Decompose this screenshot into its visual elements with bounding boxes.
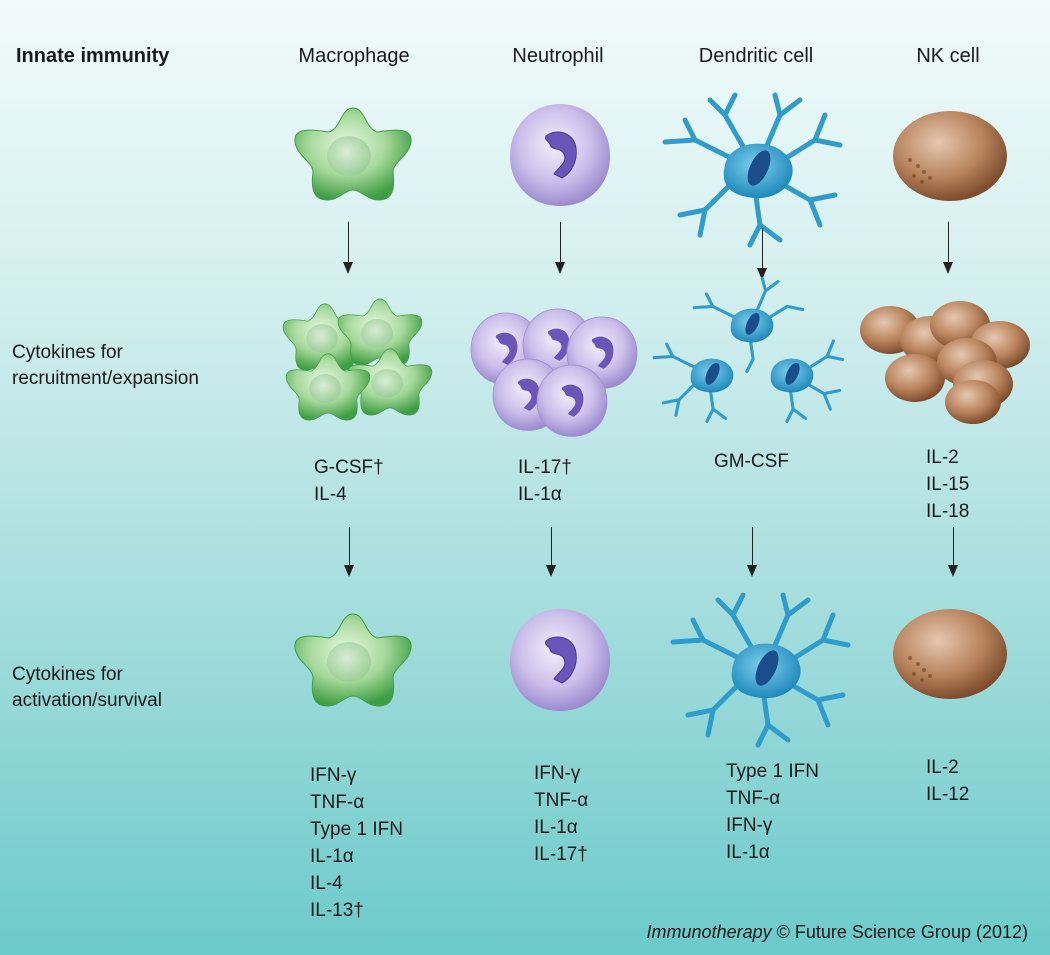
macrophage-cluster-icon <box>282 298 433 421</box>
row-label-activation-line1: Cytokines for <box>12 664 123 685</box>
cytokine: TNF-α <box>726 788 781 809</box>
macrophage-recruitment-cytokines: G-CSF† IL-4 <box>314 454 384 508</box>
nk-cell-icon <box>893 111 1007 201</box>
dendritic-cell-icon <box>662 92 843 248</box>
diagram-title: Innate immunity <box>16 45 170 67</box>
neutrophil-recruitment-cytokines: IL-17† IL-1α <box>518 454 572 508</box>
column-header-macrophage: Macrophage <box>298 45 410 67</box>
arrow-down-neutrophil-2 <box>546 527 556 577</box>
cytokine: IL-4 <box>314 484 347 505</box>
neutrophil-activated-cell-icon <box>510 609 610 711</box>
cytokine: IFN-γ <box>726 815 773 836</box>
neutrophil-activation-cytokines: IFN-γ TNF-α IL-1α IL-17† <box>534 760 588 868</box>
neutrophil-cluster-icon <box>470 308 638 437</box>
cytokine: Type 1 IFN <box>726 761 819 782</box>
dendritic-activated-cell-icon <box>670 592 851 748</box>
cytokine: IL-1α <box>310 846 354 867</box>
arrow-down-dendritic-1 <box>757 228 767 280</box>
cytokine: IL-1α <box>726 842 770 863</box>
cytokine: IFN-γ <box>534 763 581 784</box>
cytokine: Type 1 IFN <box>310 819 403 840</box>
credit-line: Immunotherapy © Future Science Group (20… <box>647 922 1028 943</box>
nk-cluster-icon <box>860 301 1030 424</box>
row-label-recruitment: Cytokines for recruitment/expansion <box>12 340 199 392</box>
column-header-neutrophil: Neutrophil <box>512 45 604 67</box>
neutrophil-cell-icon <box>510 104 610 206</box>
column-header-dendritic-cell: Dendritic cell <box>698 45 814 67</box>
cytokine: IL-15 <box>926 474 970 495</box>
cytokine: IFN-γ <box>310 765 357 786</box>
cytokine: IL-17† <box>518 457 572 478</box>
arrow-down-dendritic-2 <box>747 527 757 577</box>
cytokine: IL-1α <box>518 484 562 505</box>
cytokine: IL-4 <box>310 873 343 894</box>
arrow-down-nk-1 <box>943 222 953 274</box>
cytokine: IL-12 <box>926 784 970 805</box>
cytokine: IL-1α <box>534 817 578 838</box>
cytokine: G-CSF† <box>314 457 384 478</box>
cytokine: TNF-α <box>310 792 365 813</box>
row-label-activation-line2: activation/survival <box>12 690 162 711</box>
credit-journal: Immunotherapy <box>646 922 772 942</box>
dendritic-recruitment-cytokines: GM-CSF <box>714 448 789 475</box>
nk-recruitment-cytokines: IL-2 IL-15 IL-18 <box>926 444 969 525</box>
row-label-recruitment-line2: recruitment/expansion <box>12 368 199 389</box>
cytokine: IL-13† <box>310 900 364 921</box>
nk-activated-cell-icon <box>893 609 1007 699</box>
arrow-down-neutrophil-1 <box>555 222 565 274</box>
arrow-down-macrophage-1 <box>343 222 353 274</box>
arrow-down-nk-2 <box>948 527 958 577</box>
dendritic-cluster-icon <box>652 276 845 424</box>
cytokine: IL-17† <box>534 844 588 865</box>
row-label-recruitment-line1: Cytokines for <box>12 342 123 363</box>
macrophage-activated-cell-icon <box>294 613 412 707</box>
dendritic-activation-cytokines: Type 1 IFN TNF-α IFN-γ IL-1α <box>726 758 819 866</box>
cytokine: TNF-α <box>534 790 589 811</box>
cytokine: IL-2 <box>926 447 959 468</box>
macrophage-cell-icon <box>294 107 412 201</box>
column-header-nk-cell: NK cell <box>916 45 980 67</box>
credit-rest: © Future Science Group (2012) <box>771 922 1028 942</box>
cytokine: GM-CSF <box>714 451 789 472</box>
cytokine: IL-18 <box>926 501 970 522</box>
macrophage-activation-cytokines: IFN-γ TNF-α Type 1 IFN IL-1α IL-4 IL-13† <box>310 762 403 924</box>
arrow-down-macrophage-2 <box>344 527 354 577</box>
cytokine: IL-2 <box>926 757 959 778</box>
row-label-activation: Cytokines for activation/survival <box>12 662 162 714</box>
nk-activation-cytokines: IL-2 IL-12 <box>926 754 969 808</box>
